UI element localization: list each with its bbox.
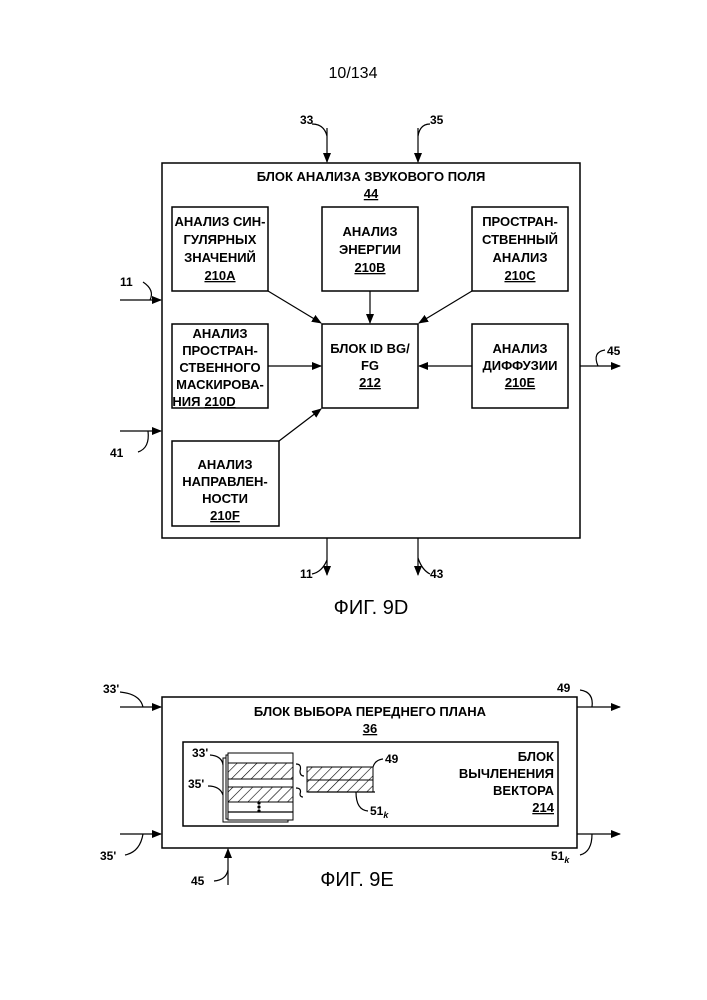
box-text: ДИФФУЗИИ xyxy=(482,358,557,373)
signal-35-prime-label: 35' xyxy=(100,849,116,863)
box-text: СТВЕННОГО xyxy=(179,360,260,375)
box-ref: 210D xyxy=(205,394,236,409)
box-ref: 210F xyxy=(210,508,240,523)
signal-35-label: 35 xyxy=(430,113,444,127)
outer-ref: 44 xyxy=(364,186,379,201)
box-ref: 210B xyxy=(354,260,385,275)
box-text: ПРОСТРАН- xyxy=(182,343,258,358)
inner-ref: 214 xyxy=(532,800,554,815)
outer-title: БЛОК ВЫБОРА ПЕРЕДНЕГО ПЛАНА xyxy=(254,704,487,719)
signal-33-label: 33 xyxy=(300,113,314,127)
box-210a: АНАЛИЗ СИН- ГУЛЯРНЫХ ЗНАЧЕНИЙ 210A xyxy=(172,207,268,291)
signal-45-in-label: 45 xyxy=(191,874,205,888)
box-210b: АНАЛИЗ ЭНЕРГИИ 210B xyxy=(322,207,418,291)
signal-11-out-label: 11 xyxy=(300,567,313,581)
box-text: НОСТИ xyxy=(202,491,248,506)
fig-9d: БЛОК АНАЛИЗА ЗВУКОВОГО ПОЛЯ 44 АНАЛИЗ СИ… xyxy=(110,113,621,619)
box-text: АНАЛИЗ xyxy=(493,341,548,356)
box-text: НИЯ xyxy=(172,394,200,409)
box-text: НАПРАВЛЕН- xyxy=(182,474,267,489)
box-210d: АНАЛИЗ ПРОСТРАН- СТВЕННОГО МАСКИРОВА- НИЯ 210… xyxy=(172,324,268,409)
outer-title: БЛОК АНАЛИЗА ЗВУКОВОГО ПОЛЯ xyxy=(257,169,486,184)
page-number: 10/134 xyxy=(329,65,378,82)
box-text: АНАЛИЗ СИН- xyxy=(175,214,266,229)
box-ref: 210A xyxy=(204,268,236,283)
box-ref: 210C xyxy=(504,268,536,283)
box-text: ПРОСТРАН- xyxy=(482,214,558,229)
label-49: 49 xyxy=(385,752,399,766)
box-210c: ПРОСТРАН- СТВЕННЫЙ АНАЛИЗ 210C xyxy=(472,207,568,291)
box-210f: АНАЛИЗ НАПРАВЛЕН- НОСТИ 210F xyxy=(172,441,279,526)
box-text: ГУЛЯРНЫХ xyxy=(184,232,257,247)
box-210e: АНАЛИЗ ДИФФУЗИИ 210E xyxy=(472,324,568,408)
outer-ref: 36 xyxy=(363,721,377,736)
signal-33-prime-label: 33' xyxy=(103,682,119,696)
box-text: ЭНЕРГИИ xyxy=(339,242,401,257)
box-text: АНАЛИЗ xyxy=(193,326,248,341)
box-ref: 212 xyxy=(359,375,381,390)
signal-49-out-label: 49 xyxy=(557,681,571,695)
signal-45-label: 45 xyxy=(607,344,621,358)
box-text: FG xyxy=(361,358,379,373)
signal-51k-out-label: 51k xyxy=(551,849,570,865)
box-ref: 210E xyxy=(505,375,536,390)
box-text: АНАЛИЗ xyxy=(343,224,398,239)
inner-text: БЛОК xyxy=(518,749,554,764)
fig-9e: БЛОК ВЫБОРА ПЕРЕДНЕГО ПЛАНА 36 БЛОК ВЫЧЛЕ… xyxy=(100,681,620,891)
signal-11-in-label: 11 xyxy=(120,275,133,289)
figure-caption-9d: ФИГ. 9D xyxy=(334,597,409,619)
inner-text: ВЫЧЛЕНЕНИЯ xyxy=(459,766,554,781)
label-33-prime: 33' xyxy=(192,746,208,760)
label-35-prime: 35' xyxy=(188,777,204,791)
box-text: АНАЛИЗ xyxy=(198,457,253,472)
figure-caption-9e: ФИГ. 9E xyxy=(320,869,394,891)
box-text: МАСКИРОВА- xyxy=(176,377,264,392)
box-text: БЛОК ID BG/ xyxy=(330,341,410,356)
inner-text: ВЕКТОРА xyxy=(493,783,555,798)
box-text: СТВЕННЫЙ xyxy=(482,232,558,247)
signal-41-label: 41 xyxy=(110,446,124,460)
box-text: АНАЛИЗ xyxy=(493,250,548,265)
box-text: ЗНАЧЕНИЙ xyxy=(184,250,256,265)
box-212-bg-fg-id: БЛОК ID BG/FG 212 xyxy=(322,324,418,408)
signal-43-label: 43 xyxy=(430,567,444,581)
